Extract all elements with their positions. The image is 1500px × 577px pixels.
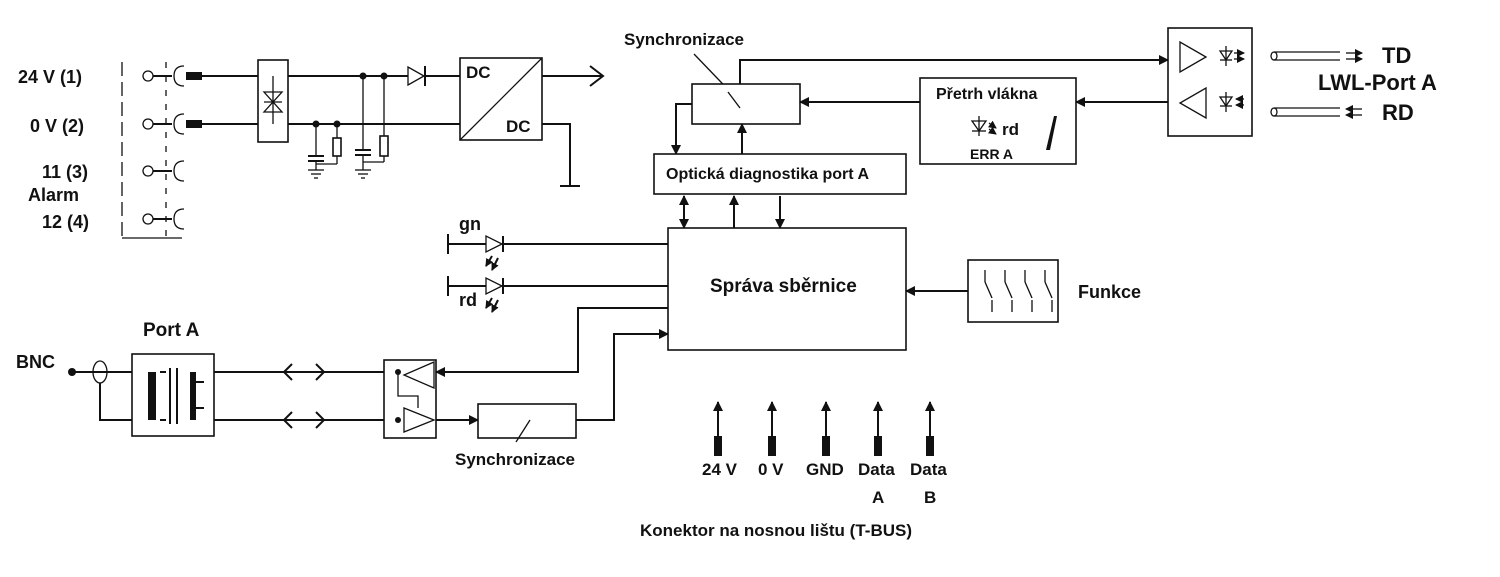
dip-switch-block	[967, 259, 1059, 323]
led-icon	[970, 116, 997, 136]
wire-sync-to-busmgmt	[576, 329, 669, 421]
tbus-pin-label-data-b: Data	[910, 460, 947, 479]
power-input-section: 24 V (1) 0 V (2) 11 (3) Alarm 12 (4)	[18, 57, 605, 239]
sync-top-block: Synchronizace	[624, 30, 801, 125]
fiber-port-name: LWL-Port A	[1318, 70, 1437, 95]
terminal-alarm-11	[142, 160, 185, 182]
optical-diagnostics-block: Optická diagnostika port A	[653, 153, 907, 195]
terminal-24v	[142, 65, 202, 87]
label-0v: 0 V (2)	[30, 116, 84, 136]
tbus-pin-label-0v: 0 V	[758, 460, 784, 479]
diode	[407, 65, 426, 87]
fiber-rd	[1270, 105, 1362, 119]
tbus-pin-label-24v: 24 V	[702, 460, 738, 479]
fiber-break-block: Přetrh vlákna rd ERR A	[919, 77, 1077, 165]
dcdc-ground-wire	[542, 123, 571, 186]
wire-busmgmt-to-porta-tx	[435, 307, 668, 377]
resistor-2	[363, 76, 389, 163]
tbus-pin-label-data-a-sub: A	[872, 488, 884, 507]
tbus-pin-gnd	[821, 401, 831, 456]
capacitor-ground-1	[308, 124, 324, 179]
led-rd-label: rd	[459, 290, 477, 310]
sync-top-label: Synchronizace	[624, 30, 744, 49]
led-gn-label: gn	[459, 214, 481, 234]
fiber-break-err-label: ERR A	[970, 146, 1013, 162]
fiber-td	[1270, 49, 1363, 63]
rx-led-icon	[1218, 92, 1244, 112]
dcdc-in-label: DC	[466, 63, 491, 82]
sync-bottom-block: Synchronizace	[455, 403, 577, 469]
dcdc-out-label: DC	[506, 117, 531, 136]
optical-diag-label: Optická diagnostika port A	[666, 166, 869, 183]
terminal-0v	[142, 113, 202, 135]
label-alarm-11: 11 (3)	[42, 162, 88, 182]
tvs-protection-block	[257, 59, 289, 143]
tbus-caption: Konektor na nosnou lištu (T-BUS)	[640, 521, 912, 540]
fiber-rd-label: RD	[1382, 100, 1414, 125]
port-a-label: Port A	[143, 320, 200, 341]
bus-mgmt-label: Správa sběrnice	[710, 276, 857, 297]
capacitor-ground-2	[355, 76, 371, 179]
led-green-icon	[447, 234, 504, 271]
fiber-break-led-label: rd	[1002, 120, 1019, 139]
tbus-pin-24v	[713, 401, 723, 456]
tbus-pin-label-gnd: GND	[806, 460, 844, 479]
wire-sync-to-diag	[671, 103, 692, 155]
tbus-pin-data-a	[873, 401, 883, 456]
fiber-break-title: Přetrh vlákna	[936, 86, 1037, 103]
sync-bottom-label: Synchronizace	[455, 450, 575, 469]
tx-led-icon	[1218, 46, 1245, 66]
label-24v: 24 V (1)	[18, 67, 82, 87]
tbus-pin-label-data-b-sub: B	[924, 488, 936, 507]
resistor-1	[316, 124, 342, 165]
label-alarm: Alarm	[28, 185, 79, 205]
bus-management-block: Správa sběrnice	[667, 227, 907, 351]
tbus-pins	[713, 401, 935, 456]
tbus-pin-data-b	[925, 401, 935, 456]
terminal-alarm-12	[142, 208, 185, 230]
dcdc-converter: DC DC	[459, 57, 543, 141]
tbus-pin-0v	[767, 401, 777, 456]
bnc-label: BNC	[16, 352, 55, 372]
label-alarm-12: 12 (4)	[42, 212, 89, 232]
tbus-pin-label-data-a: Data	[858, 460, 895, 479]
fiber-td-label: TD	[1382, 43, 1411, 68]
fiber-transceiver	[1167, 27, 1253, 137]
signal-strength-icon	[1046, 116, 1057, 150]
port-a-transformer	[131, 353, 215, 437]
port-a-transceiver	[383, 359, 437, 439]
functions-label: Funkce	[1078, 282, 1141, 302]
wire-sync-to-td	[739, 55, 1169, 84]
